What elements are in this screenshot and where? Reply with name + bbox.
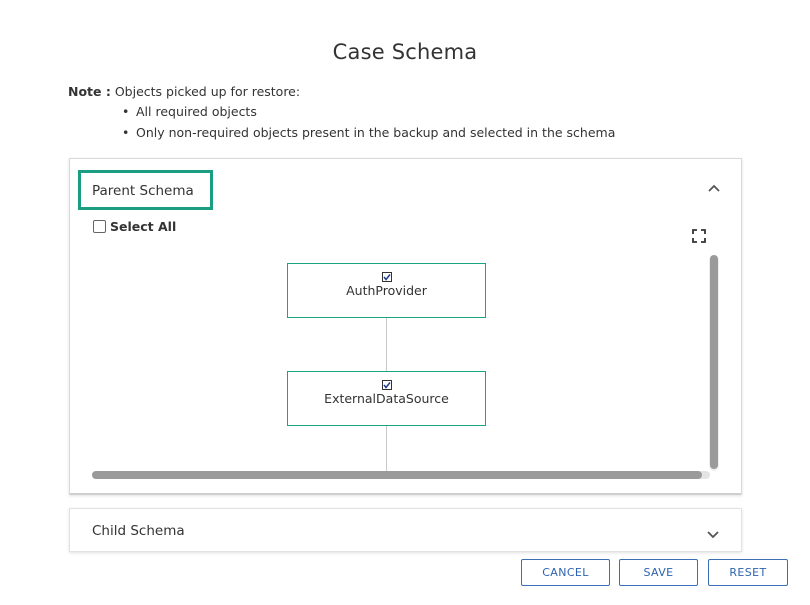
schema-accordion: Parent Schema Select All AuthProvider <box>69 158 742 552</box>
fullscreen-icon[interactable] <box>692 229 708 245</box>
vertical-scrollbar-thumb[interactable] <box>710 255 718 469</box>
node-label: ExternalDataSource <box>324 391 449 406</box>
note: Note : Objects picked up for restore: Al… <box>68 84 615 146</box>
checkbox-checked-icon[interactable] <box>381 378 392 390</box>
cancel-button[interactable]: CANCEL <box>521 559 610 586</box>
checkbox-checked-icon[interactable] <box>381 270 392 282</box>
note-item: Only non-required objects present in the… <box>122 125 615 140</box>
save-button[interactable]: SAVE <box>619 559 698 586</box>
node-label: AuthProvider <box>346 283 427 298</box>
horizontal-scrollbar-thumb[interactable] <box>92 471 702 479</box>
schema-graph[interactable]: AuthProvider ExternalDataSource <box>86 251 706 473</box>
schema-node-externaldatasource[interactable]: ExternalDataSource <box>287 371 486 426</box>
graph-edge <box>386 317 387 371</box>
reset-button[interactable]: RESET <box>708 559 788 586</box>
panel-divider <box>70 493 741 495</box>
parent-schema-panel: Parent Schema Select All AuthProvider <box>69 158 742 495</box>
dialog-title: Case Schema <box>332 40 478 64</box>
note-label: Note : <box>68 84 111 99</box>
chevron-up-icon[interactable] <box>708 179 720 195</box>
select-all-checkbox[interactable]: Select All <box>93 219 176 234</box>
note-header: Note : Objects picked up for restore: <box>68 84 615 99</box>
child-schema-panel[interactable]: Child Schema <box>69 508 742 552</box>
child-schema-title[interactable]: Child Schema <box>92 523 185 539</box>
graph-edge <box>386 425 387 473</box>
note-item: All required objects <box>122 104 615 119</box>
schema-node-authprovider[interactable]: AuthProvider <box>287 263 486 318</box>
parent-schema-title[interactable]: Parent Schema <box>92 183 194 199</box>
parent-schema-header[interactable] <box>78 170 213 210</box>
note-list: All required objects Only non-required o… <box>122 104 615 140</box>
checkbox-unchecked-icon[interactable] <box>93 220 106 233</box>
chevron-down-icon[interactable] <box>707 526 719 542</box>
select-all-label: Select All <box>110 219 177 234</box>
note-text: Objects picked up for restore: <box>114 84 301 99</box>
